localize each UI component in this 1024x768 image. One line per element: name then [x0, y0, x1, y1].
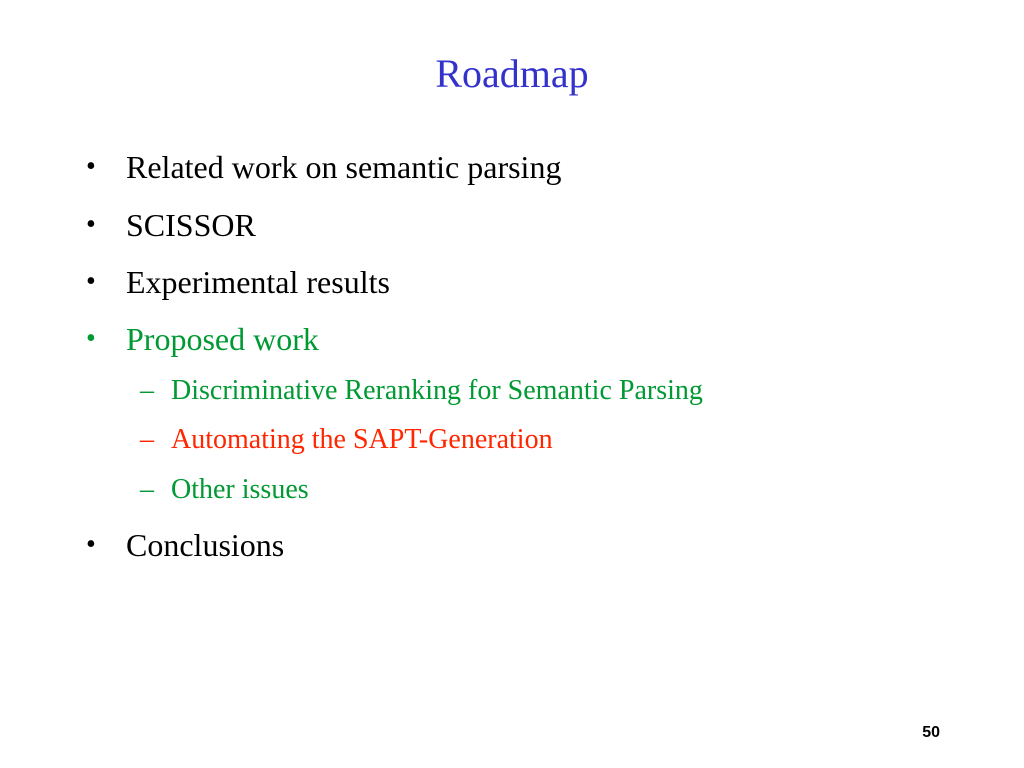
bullet-marker: • [86, 529, 96, 560]
bullet-marker: • [86, 151, 96, 182]
bullet-text: SCISSOR [126, 207, 256, 243]
subbullet-item-discriminative-reranking: –Discriminative Reranking for Semantic P… [140, 374, 703, 408]
bullet-item-scissor: • SCISSOR [86, 205, 256, 245]
bullet-text: Experimental results [126, 264, 390, 300]
subbullet-marker: – [140, 474, 154, 505]
bullet-text: Conclusions [126, 527, 285, 563]
subbullet-item-automating-sapt: –Automating the SAPT-Generation [140, 423, 553, 457]
subbullet-text: Automating the SAPT-Generation [171, 424, 553, 455]
bullet-item-related-work: • Related work on semantic parsing [86, 147, 561, 187]
subbullet-marker: – [140, 375, 154, 406]
subbullet-text: Discriminative Reranking for Semantic Pa… [171, 375, 703, 406]
subbullet-item-other-issues: –Other issues [140, 473, 309, 507]
slide-title: Roadmap [435, 51, 589, 96]
subbullet-text: Other issues [171, 474, 309, 505]
bullet-item-proposed-work: • Proposed work [86, 319, 319, 359]
bullet-marker: • [86, 266, 96, 297]
bullet-text: Proposed work [126, 321, 319, 357]
subbullet-marker: – [140, 424, 154, 455]
bullet-marker: • [86, 209, 96, 240]
bullet-marker: • [86, 323, 96, 354]
bullet-item-experimental-results: • Experimental results [86, 262, 390, 302]
bullet-text: Related work on semantic parsing [126, 149, 562, 185]
page-number: 50 [922, 724, 940, 741]
bullet-item-conclusions: • Conclusions [86, 525, 284, 565]
